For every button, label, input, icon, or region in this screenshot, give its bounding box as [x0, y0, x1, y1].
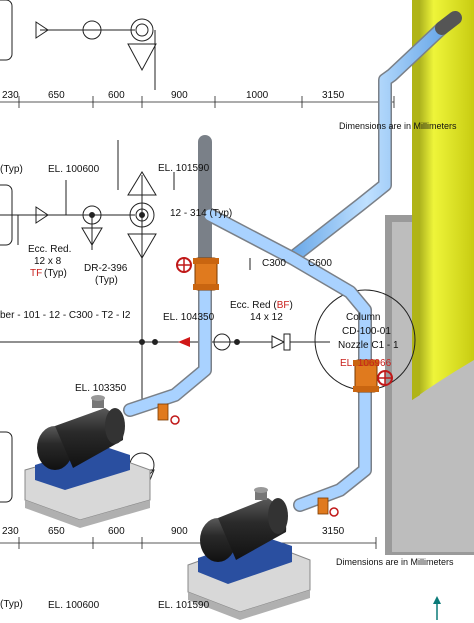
pump-3d-lower [187, 487, 311, 620]
elevation-100600: EL. 100600 [48, 164, 100, 175]
dim-top-3: 900 [171, 90, 188, 101]
elevation-101590-bottom: EL. 101590 [158, 600, 210, 611]
dimension-line-bottom [0, 537, 377, 549]
dim-bottom-4: 3150 [322, 526, 345, 537]
small-valve-right [317, 497, 339, 517]
pump-3d-upper [24, 395, 151, 528]
flow-arrow [178, 337, 190, 347]
dimension-labels-top: 230 650 600 900 1000 3150 [2, 90, 345, 101]
ecc-red-left-line3: TF [30, 268, 42, 279]
ecc-red-right-label: Ecc. Red (BF) 14 x 12 [230, 300, 293, 323]
dim-bottom-1: 650 [48, 526, 65, 537]
valve-nozzle [353, 359, 393, 393]
callout-line1: Column [346, 312, 380, 323]
dim-top-5: 3150 [322, 90, 345, 101]
north-arrow-icon [433, 596, 441, 620]
schematic-lines [0, 29, 330, 410]
callout-line2: CD-100-01 [342, 326, 391, 337]
dim-top-2: 600 [108, 90, 125, 101]
dimension-line-top [0, 96, 395, 108]
ecc-red-right-close: ) [289, 300, 292, 311]
elevation-101590: EL. 101590 [158, 163, 210, 174]
dim-top-1: 650 [48, 90, 65, 101]
callout-line3: Nozzle C1 - 1 [338, 340, 399, 351]
svg-text:Ecc. Red (BF): Ecc. Red (BF) [230, 300, 293, 311]
ecc-red-right-bf: BF [277, 300, 290, 311]
typ-label-top: (Typ) [0, 164, 23, 175]
typ-label-bottom: (Typ) [0, 599, 23, 610]
spec-c600: C600 [308, 258, 332, 269]
ecc-red-left-line2: 12 x 8 [34, 256, 62, 267]
ecc-red-right-line1: Ecc. Red ( [230, 300, 277, 311]
dimensions-note-bottom: Dimensions are in Millimeters [336, 557, 454, 567]
pipe-run [123, 11, 462, 512]
main-line-symbols [89, 212, 291, 351]
drain-label-line1: DR-2-396 [84, 263, 128, 274]
column-vessel [385, 0, 474, 555]
dim-top-4: 1000 [246, 90, 269, 101]
spec-c300: C300 [262, 258, 286, 269]
valve-top [176, 257, 219, 291]
ecc-red-left-line1: Ecc. Red. [28, 244, 71, 255]
dim-bottom-2: 600 [108, 526, 125, 537]
pump-outline-mid [0, 171, 157, 259]
column-callout-label: Column CD-100-01 Nozzle C1 - 1 [338, 312, 399, 351]
pump-outline-top [0, 0, 157, 72]
ecc-red-right-line2: 14 x 12 [250, 312, 283, 323]
elevation-104: EL. 104350 [163, 312, 215, 323]
ecc-red-left-line4: (Typ) [44, 268, 67, 279]
dim-bottom-3: 900 [171, 526, 188, 537]
elevation-nozzle: EL. 106966 [340, 358, 392, 369]
drain-label-line2: (Typ) [95, 275, 118, 286]
elevation-103350: EL. 103350 [75, 383, 127, 394]
elevation-100600-bottom: EL. 100600 [48, 600, 100, 611]
dim-top-0: 230 [2, 90, 19, 101]
ecc-red-left-label: Ecc. Red. 12 x 8 TF (Typ) [28, 244, 71, 279]
dim-bottom-0: 230 [2, 526, 19, 537]
dimensions-note-top: Dimensions are in Millimeters [339, 121, 457, 131]
dimension-labels-bottom: 230 650 600 900 3150 [2, 526, 345, 537]
drain-label: DR-2-396 (Typ) [84, 263, 128, 286]
line-label-main: ber - 101 - 12 - C300 - T2 - I2 [0, 310, 131, 321]
small-valve-left [157, 403, 180, 425]
line-label-12: 12 - 314 (Typ) [170, 208, 232, 219]
